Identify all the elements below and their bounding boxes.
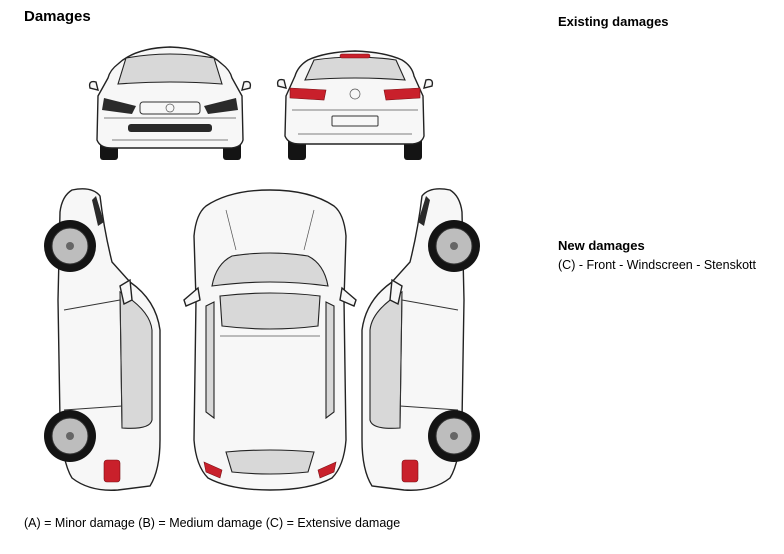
page-title: Damages (24, 8, 91, 25)
car-rear-view[interactable] (276, 50, 434, 160)
car-right-side-view[interactable] (361, 188, 480, 491)
damage-legend: (A) = Minor damage (B) = Medium damage (… (24, 516, 401, 530)
existing-damages-heading: Existing damages (558, 14, 669, 29)
new-damages-heading: New damages (558, 238, 645, 253)
car-front-view[interactable] (88, 46, 252, 160)
new-damage-item: (C) - Front - Windscreen - Stenskott (558, 258, 756, 272)
car-top-view[interactable] (183, 189, 357, 491)
car-left-side-view[interactable] (44, 188, 161, 491)
